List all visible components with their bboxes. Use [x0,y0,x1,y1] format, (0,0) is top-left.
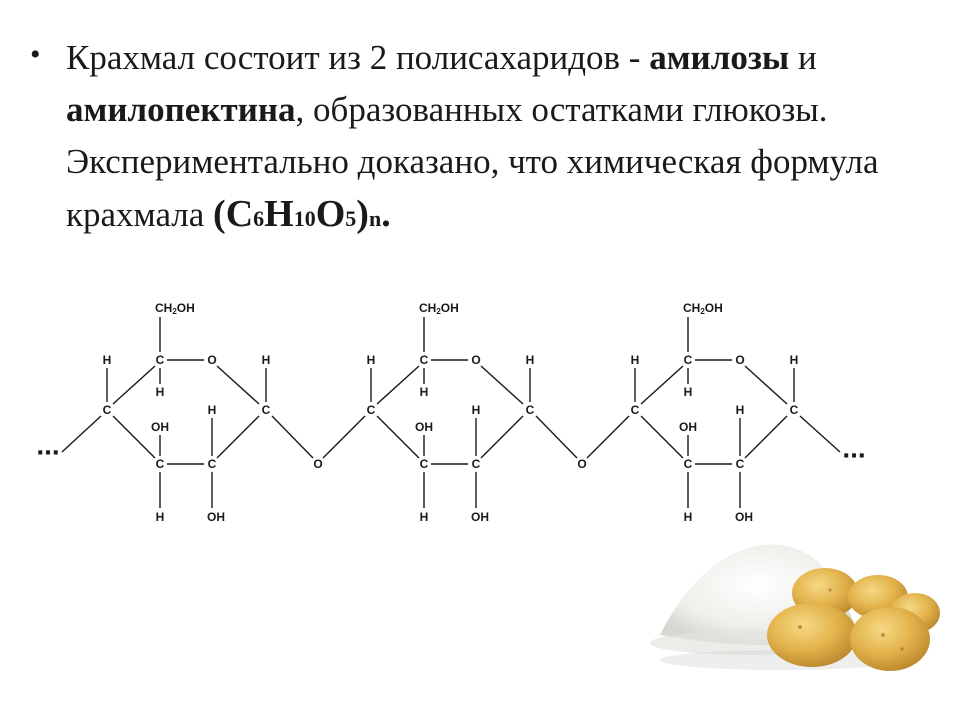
atom-c: C [684,353,693,367]
bond-line [480,365,524,405]
atom-h: H [684,385,693,399]
atom-c: C [736,457,745,471]
atom-oh: OH [471,510,489,524]
chain-continuation-left: ... [36,430,59,461]
bond-line [640,365,684,405]
bullet-marker: • [30,38,41,71]
atom-oh: OH [151,420,169,434]
atom-c: C [420,353,429,367]
atom-o: O [735,353,744,367]
text-amylopectin: амилопектина [66,90,296,129]
bridge-bond [322,415,366,459]
atom-oh: OH [207,510,225,524]
atom-c: C [472,457,481,471]
bridge-bond [586,415,630,459]
atom-c: C [156,353,165,367]
atom-h: H [103,353,112,367]
bond-line [376,365,420,405]
slide-body-text: Крахмал состоит из 2 полисахаридов - ами… [66,32,926,245]
atom-h: H [420,510,429,524]
bond-line [112,365,156,405]
atom-h: H [156,385,165,399]
text-part2: , образованных остатками глюкозы. Экспер… [66,90,879,234]
text-and: и [789,38,817,77]
bond-line [640,415,684,459]
formula-open: (С [213,193,254,235]
atom-h: H [472,403,481,417]
atom-oh: OH [735,510,753,524]
bridge-bond [535,415,578,459]
formula-h: Н [264,193,294,235]
atom-c: C [790,403,799,417]
formula-h-sub: 10 [293,206,316,231]
bond-line [216,365,260,405]
chain-continuation-right: ... [842,433,865,464]
atom-c: C [526,403,535,417]
atom-o: O [207,353,216,367]
atom-c: C [420,457,429,471]
atom-h: H [156,510,165,524]
formula-n: n [368,206,382,231]
atom-oh: OH [679,420,697,434]
bond-line [744,365,788,405]
atom-h: H [367,353,376,367]
atom-h: H [262,353,271,367]
formula-period: . [381,193,391,235]
atom-h: H [631,353,640,367]
terminal-bond-right [799,415,841,453]
ch2oh-label: CH2OH [419,301,459,316]
ch2oh-label: CH2OH [155,301,195,316]
bridge-bond [271,415,314,459]
bond-line [112,415,156,459]
atom-h: H [526,353,535,367]
atom-c: C [631,403,640,417]
bond-line [480,415,524,459]
text-part1: Крахмал состоит из 2 полисахаридов - [66,38,650,77]
atom-h: H [208,403,217,417]
atom-o: O [471,353,480,367]
formula-o: О [315,193,346,235]
atom-c: C [103,403,112,417]
ch2oh-label: CH2OH [683,301,723,316]
atom-h: H [420,385,429,399]
terminal-bond-left [61,415,102,453]
atom-h: H [684,510,693,524]
bond-line [744,415,788,459]
formula-o-sub: 5 [345,206,357,231]
starch-formula: (С6Н10О5)n. [213,193,391,235]
atom-c: C [684,457,693,471]
text-amylose: амилозы [649,38,790,77]
bridge-oxygen: O [577,457,586,471]
bridge-oxygen: O [313,457,322,471]
formula-c-sub: 6 [253,206,265,231]
atom-h: H [790,353,799,367]
bond-line [376,415,420,459]
formula-close: ) [356,193,369,235]
atom-c: C [367,403,376,417]
potatoes-and-starch-icon [650,544,940,671]
atom-c: C [262,403,271,417]
atom-c: C [208,457,217,471]
atom-oh: OH [415,420,433,434]
bond-line [216,415,260,459]
atom-h: H [736,403,745,417]
atom-c: C [156,457,165,471]
